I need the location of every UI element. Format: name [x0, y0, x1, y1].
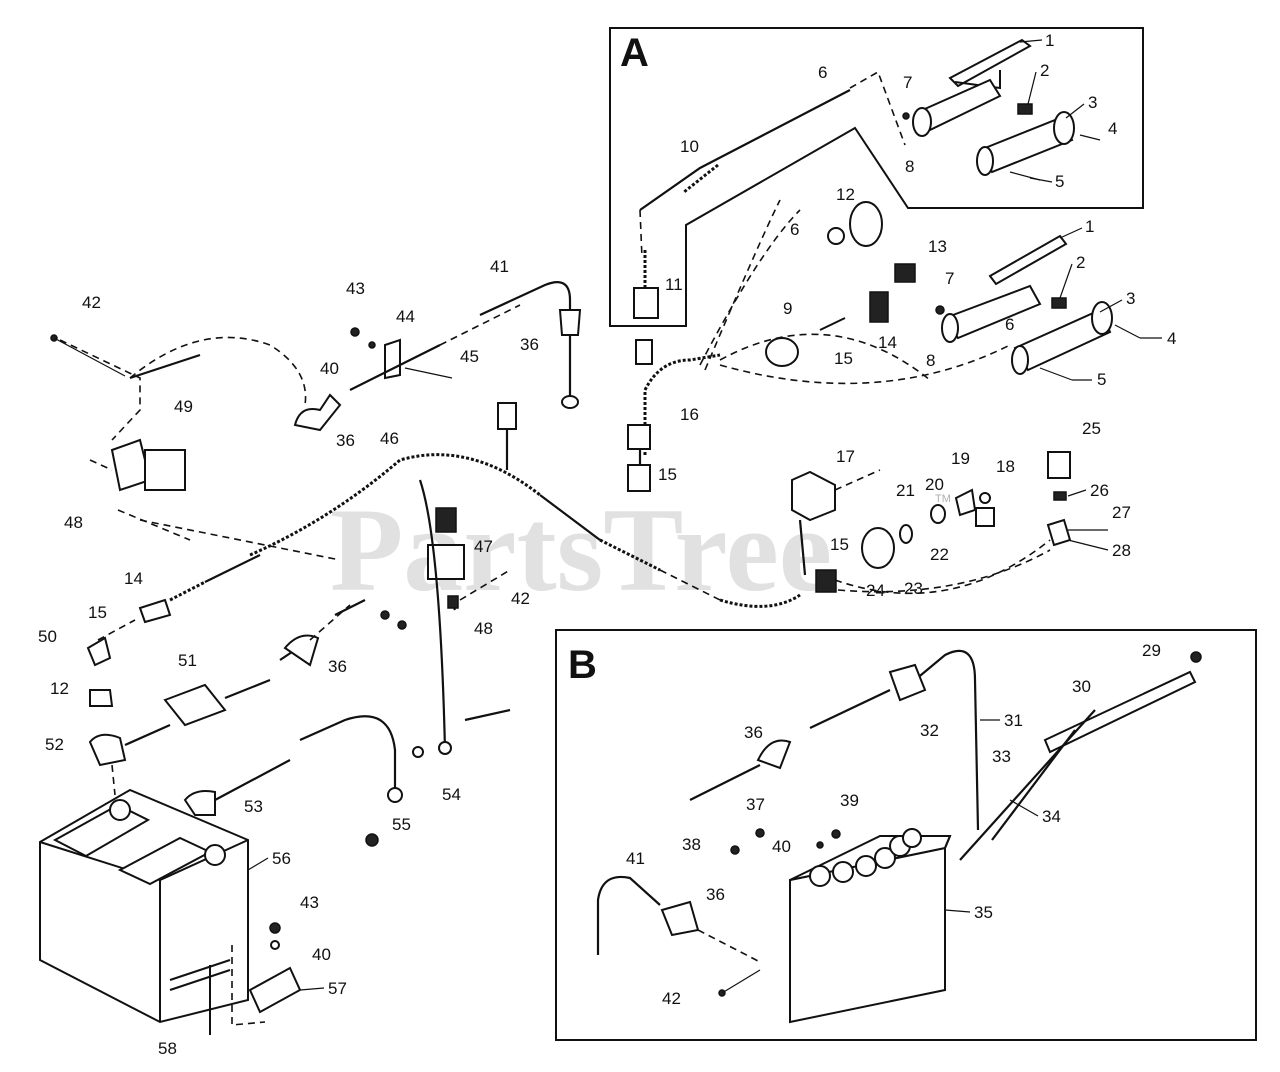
inset-b-title: B	[568, 643, 597, 687]
callout-56: 56	[272, 849, 291, 868]
callout-47: 47	[474, 537, 493, 556]
callout-15d: 15	[830, 535, 849, 554]
callout-55: 55	[392, 815, 411, 834]
callout-14b: 14	[124, 569, 143, 588]
inset-a-title: A	[620, 31, 649, 75]
inset-a-parts	[633, 38, 1101, 319]
callout-23: 23	[904, 579, 923, 598]
callout-41a: 41	[490, 257, 509, 276]
callout-7b: 7	[945, 269, 954, 288]
callout-40a: 40	[320, 359, 339, 378]
callout-6c: 6	[1005, 315, 1014, 334]
callout-42a: 42	[82, 293, 101, 312]
callout-3a: 3	[1088, 93, 1097, 112]
callout-31: 31	[1004, 711, 1023, 730]
callout-46: 46	[380, 429, 399, 448]
callout-40c: 40	[772, 837, 791, 856]
callout-9: 9	[783, 299, 792, 318]
callout-25: 25	[1082, 419, 1101, 438]
leader-lines	[247, 39, 1162, 991]
callout-20: 20	[925, 475, 944, 494]
callout-17: 17	[836, 447, 855, 466]
callout-43b: 43	[300, 893, 319, 912]
callout-28: 28	[1112, 541, 1131, 560]
callout-11: 11	[665, 275, 683, 294]
callout-42c: 42	[662, 989, 681, 1008]
callout-6a: 6	[818, 63, 827, 82]
inset-b-parts	[596, 649, 1202, 1024]
callout-48b: 48	[474, 619, 493, 638]
callout-15a: 15	[834, 349, 853, 368]
callout-45: 45	[460, 347, 479, 366]
callout-7a: 7	[903, 73, 912, 92]
callout-8b: 8	[926, 351, 935, 370]
callout-43a: 43	[346, 279, 365, 298]
callout-30: 30	[1072, 677, 1091, 696]
callout-33: 33	[992, 747, 1011, 766]
callout-29: 29	[1142, 641, 1161, 660]
callout-8a: 8	[905, 157, 914, 176]
callout-12a: 12	[836, 185, 855, 204]
callout-14a: 14	[878, 333, 897, 352]
main-harness	[249, 199, 1141, 608]
callout-32: 32	[920, 721, 939, 740]
callout-35: 35	[974, 903, 993, 922]
callout-58: 58	[158, 1039, 177, 1058]
callout-57: 57	[328, 979, 347, 998]
callout-53: 53	[244, 797, 263, 816]
callout-48a: 48	[64, 513, 83, 532]
right-middle-components	[791, 451, 1072, 595]
callout-5b: 5	[1097, 370, 1106, 389]
callout-36c: 36	[328, 657, 347, 676]
callout-16: 16	[680, 405, 699, 424]
callout-26: 26	[1090, 481, 1109, 500]
callout-2a: 2	[1040, 61, 1049, 80]
callout-24: 24	[866, 581, 885, 600]
callout-10: 10	[680, 137, 699, 156]
callout-1a: 1	[1045, 31, 1054, 50]
callout-52: 52	[45, 735, 64, 754]
callout-labels: 1 2 3 4 5 6 7 8 10 11 6 12 13 1 2 7 3 6 …	[38, 31, 1176, 1058]
callout-38: 38	[682, 835, 701, 854]
watermark-text: PartsTree	[330, 483, 832, 616]
callout-19: 19	[951, 449, 970, 468]
callout-50: 50	[38, 627, 57, 646]
callout-36d: 36	[744, 723, 763, 742]
callout-41b: 41	[626, 849, 645, 868]
callout-21: 21	[896, 481, 915, 500]
callout-34: 34	[1042, 807, 1061, 826]
callout-15b: 15	[658, 465, 677, 484]
callout-39: 39	[840, 791, 859, 810]
callout-40b: 40	[312, 945, 331, 964]
callout-4a: 4	[1108, 119, 1117, 138]
callout-4b: 4	[1167, 329, 1176, 348]
inset-b-frame: B	[555, 629, 1257, 1041]
callout-36a: 36	[520, 335, 539, 354]
watermark-tm: TM	[935, 493, 951, 505]
callout-51: 51	[178, 651, 197, 670]
callout-1b: 1	[1085, 217, 1094, 236]
callout-3b: 3	[1126, 289, 1135, 308]
callout-2b: 2	[1076, 253, 1085, 272]
callout-5a: 5	[1055, 172, 1064, 191]
callout-6b: 6	[790, 220, 799, 239]
callout-36e: 36	[706, 885, 725, 904]
callout-36b: 36	[336, 431, 355, 450]
callout-44: 44	[396, 307, 415, 326]
callout-15c: 15	[88, 603, 107, 622]
left-components	[39, 281, 582, 1035]
callout-12b: 12	[50, 679, 69, 698]
inset-a-frame: A	[609, 27, 1144, 327]
callout-27: 27	[1112, 503, 1131, 522]
callout-22: 22	[930, 545, 949, 564]
callout-18: 18	[996, 457, 1015, 476]
callout-54: 54	[442, 785, 461, 804]
callout-49: 49	[174, 397, 193, 416]
callout-13: 13	[928, 237, 947, 256]
callout-42b: 42	[511, 589, 530, 608]
callout-37: 37	[746, 795, 765, 814]
